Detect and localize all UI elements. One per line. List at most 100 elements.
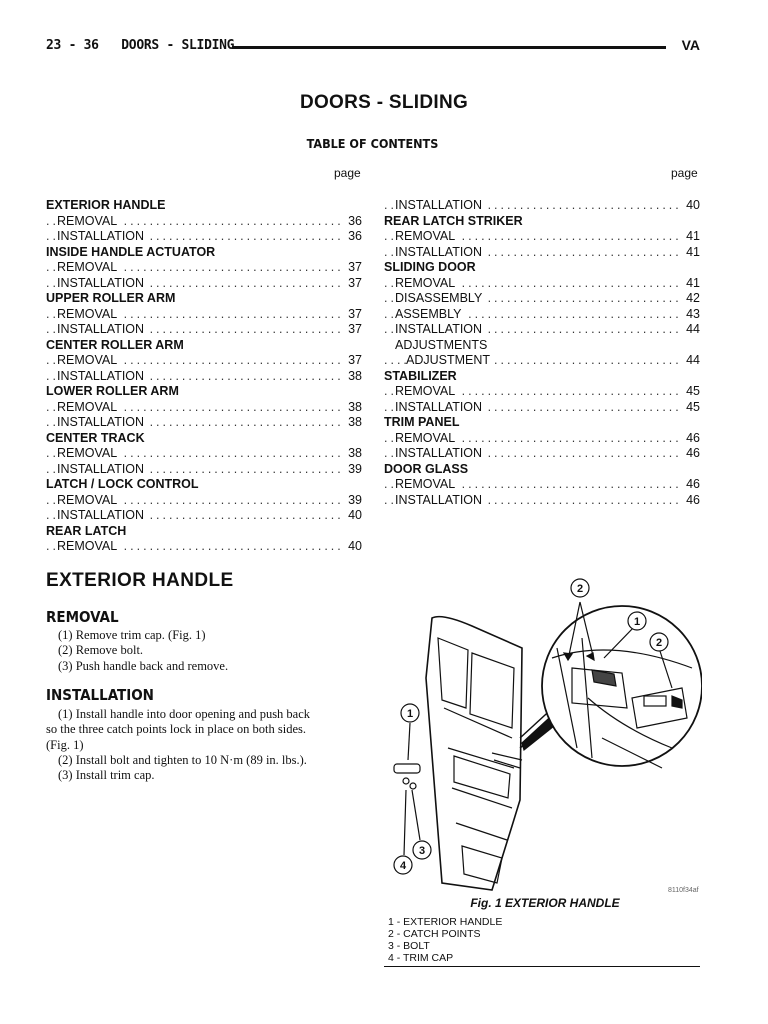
toc-entry-page: 38 xyxy=(346,368,362,384)
toc-leader-dots: ........................................… xyxy=(46,306,344,321)
toc-entry-label: INSTALLATION xyxy=(57,368,148,383)
toc-left-page-label: page xyxy=(334,166,361,180)
toc-leader-dots: ........................................… xyxy=(384,430,682,445)
toc-entry: INSTALLATION............................… xyxy=(384,198,700,214)
toc-entry-label: REMOVAL xyxy=(395,275,459,290)
callout-label: 4 xyxy=(400,860,407,872)
toc-leader-dots: ........................................… xyxy=(384,477,682,491)
toc-heading: LATCH / LOCK CONTROL xyxy=(46,477,362,493)
figure-code: 8110f34af xyxy=(668,887,699,894)
toc-entry: REMOVAL.................................… xyxy=(46,213,362,229)
toc-entry-label: INSTALLATION xyxy=(395,322,486,336)
toc-heading: CENTER TRACK xyxy=(46,430,362,447)
toc-entry-page: 38 xyxy=(346,399,362,415)
toc-entry-page: 41 xyxy=(684,244,700,260)
callout-circles: 2 1 2 1 3 4 xyxy=(393,578,669,875)
toc-entry-page: 46 xyxy=(684,492,700,508)
toc-leader-dots: ........................................… xyxy=(384,384,682,398)
toc-entry: INSTALLATION............................… xyxy=(46,368,362,384)
toc-heading: CENTER ROLLER ARM xyxy=(46,337,362,354)
toc-entry-label: TRIM PANEL xyxy=(384,415,463,429)
header-rule xyxy=(232,46,666,49)
toc-entry-label: INSTALLATION xyxy=(57,322,148,336)
header-left: 23 - 36 DOORS - SLIDING xyxy=(46,38,234,53)
toc-entry: INSTALLATION............................… xyxy=(46,461,362,477)
installation-step-cont: (Fig. 1) xyxy=(46,737,84,752)
removal-step: (3) Push handle back and remove. xyxy=(58,658,229,673)
toc-heading: REAR LATCH STRIKER xyxy=(384,213,700,230)
page-title: DOORS - SLIDING xyxy=(299,92,469,113)
installation-step: (1) Install handle into door opening and… xyxy=(58,707,311,721)
toc-entry: REMOVAL.................................… xyxy=(384,430,700,446)
toc-entry-label: INSTALLATION xyxy=(57,275,148,290)
toc-entry-page: 46 xyxy=(684,430,700,446)
toc-entry-page: 41 xyxy=(684,229,700,245)
toc-entry-label: DOOR GLASS xyxy=(384,461,472,476)
toc-entry: REMOVAL.................................… xyxy=(384,275,700,291)
toc-entry-label: INSTALLATION xyxy=(395,492,486,507)
toc-entry-label: REMOVAL xyxy=(395,384,459,398)
callout-label: 2 xyxy=(577,583,583,595)
toc-entry-label: REMOVAL xyxy=(395,229,459,243)
removal-steps: (1) Remove trim cap. (Fig. 1) (2) Remove… xyxy=(46,628,364,674)
toc-leader-dots: ........................................… xyxy=(46,213,344,228)
toc-leader-dots: ........................................… xyxy=(46,353,344,367)
toc-leader-dots: ........................................… xyxy=(46,492,344,507)
toc-leader-dots: ........................................… xyxy=(46,446,344,460)
toc-entry: REMOVAL.................................… xyxy=(384,229,700,245)
toc-entry-label: REMOVAL xyxy=(57,399,121,414)
toc-entry: REMOVAL.................................… xyxy=(46,539,362,555)
toc-entry-label: REMOVAL xyxy=(395,430,459,445)
exterior-handle-figure: 2 1 2 1 3 4 xyxy=(393,578,702,891)
toc-entry-label: INSTALLATION xyxy=(57,229,148,243)
removal-step: (1) Remove trim cap. (Fig. 1) xyxy=(58,628,206,642)
section-title: EXTERIOR HANDLE xyxy=(46,570,234,591)
toc-heading: INSIDE HANDLE ACTUATOR xyxy=(46,244,362,261)
toc-entry-label: REMOVAL xyxy=(57,260,121,274)
toc-entry-page: 40 xyxy=(684,198,700,214)
leader-lines xyxy=(403,601,673,856)
toc-entry-label: SLIDING DOOR xyxy=(384,260,479,274)
toc-entry-page: 39 xyxy=(346,461,362,477)
handle-parts xyxy=(393,763,421,790)
toc-entry-label: STABILIZER xyxy=(384,368,460,383)
toc-entry-label: REMOVAL xyxy=(57,306,121,321)
installation-step-cont: so the three catch points lock in place … xyxy=(46,722,307,737)
removal-heading: REMOVAL xyxy=(46,608,119,626)
door-drawing xyxy=(425,615,565,891)
installation-heading: INSTALLATION xyxy=(46,686,154,704)
toc-leader-dots: ........................................… xyxy=(384,275,682,290)
header-page-ref: 23 - 36 xyxy=(46,38,99,53)
installation-step: (3) Install trim cap. xyxy=(58,768,155,783)
toc-entry: REMOVAL.................................… xyxy=(46,446,362,462)
legend-item: 3 - BOLT xyxy=(388,940,430,952)
toc-entry-page: 46 xyxy=(684,477,700,493)
toc-entry: ADJUSTMENT..............................… xyxy=(384,353,700,369)
toc-entry: REMOVAL.................................… xyxy=(384,477,700,493)
figure-caption: Fig. 1 EXTERIOR HANDLE xyxy=(470,896,620,910)
toc-entry-label: INSTALLATION xyxy=(395,198,486,212)
toc-entry-page: 38 xyxy=(346,446,362,462)
toc-heading: LOWER ROLLER ARM xyxy=(46,384,362,400)
toc-entry-page: 40 xyxy=(346,539,362,555)
callout-label: 2 xyxy=(656,637,662,649)
toc-entry: INSTALLATION............................… xyxy=(46,229,362,245)
toc-entry-page: 41 xyxy=(684,275,700,291)
installation-step: (2) Install bolt and tighten to 10 N·m (… xyxy=(58,752,307,767)
toc-heading: UPPER ROLLER ARM xyxy=(46,291,362,307)
detail-inset xyxy=(541,605,702,769)
toc-entry-page: 42 xyxy=(684,291,700,307)
toc-entry-label: INSTALLATION xyxy=(395,446,486,460)
removal-step: (2) Remove bolt. xyxy=(58,643,144,658)
toc-entry-page: 37 xyxy=(346,353,362,369)
callout-label: 1 xyxy=(407,708,413,720)
toc-entry: ASSEMBLY................................… xyxy=(384,306,700,322)
toc-heading: EXTERIOR HANDLE xyxy=(46,198,362,214)
toc-entry: INSTALLATION............................… xyxy=(384,322,700,338)
toc-entry-label: ADJUSTMENTS xyxy=(395,337,491,352)
toc-entry-page: 45 xyxy=(684,399,700,415)
toc-title: TABLE OF CONTENTS xyxy=(306,136,439,151)
toc-entry-label: INSTALLATION xyxy=(395,244,486,259)
figure-legend: 1 - EXTERIOR HANDLE 2 - CATCH POINTS 3 -… xyxy=(388,916,502,964)
toc-entry-label: CENTER TRACK xyxy=(46,430,148,445)
